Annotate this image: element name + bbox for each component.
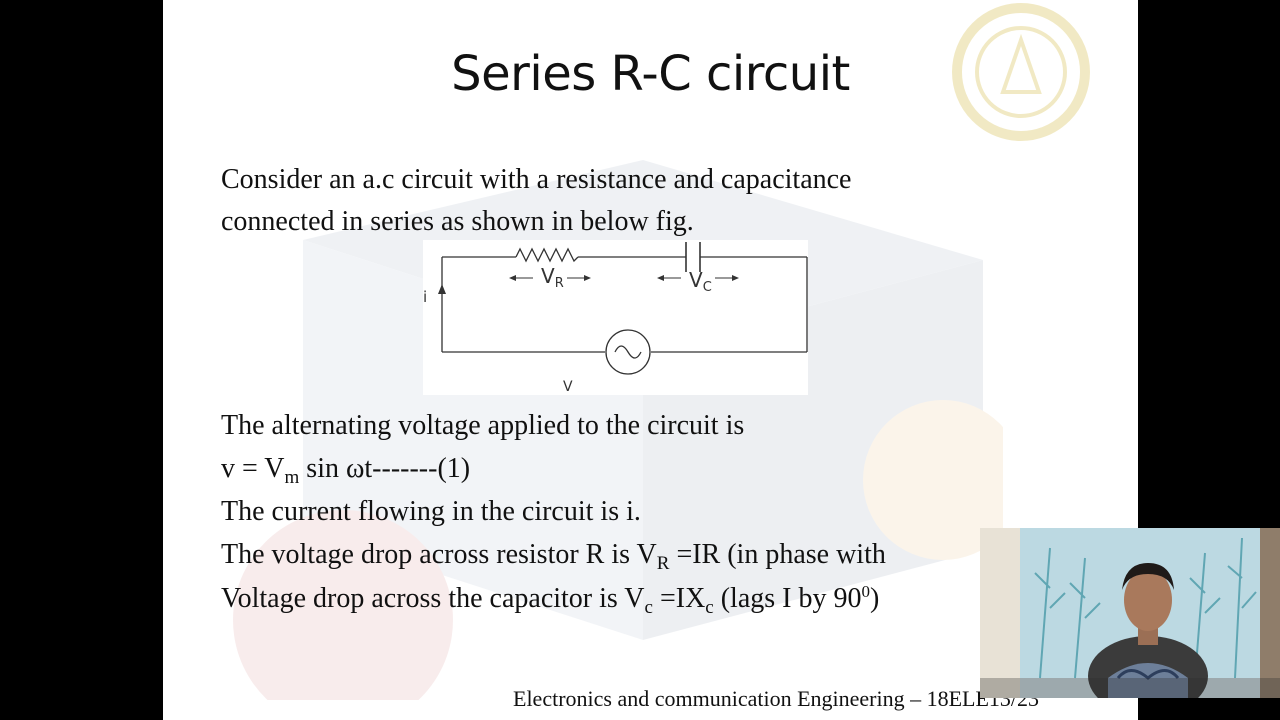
rc-circuit-diagram: VR VC i V [423,240,808,395]
label-i: i [423,288,427,306]
presentation-slide: Series R-C circuit Consider an a.c circu… [163,0,1138,720]
label-v: V [563,379,573,395]
current-arrow [438,284,446,294]
equation-line-3: The current flowing in the circuit is i. [221,496,641,527]
slide-footer: Electronics and communication Engineerin… [513,686,1040,711]
intro-line-1: Consider an a.c circuit with a resistanc… [221,164,852,195]
presenter-webcam [980,528,1280,698]
equation-line-1: The alternating voltage applied to the c… [221,410,745,441]
intro-line-2: connected in series as shown in below fi… [221,206,694,237]
label-vr: VR [541,264,564,291]
label-vc: VC [689,268,712,295]
resistor-symbol [515,247,579,263]
equation-line-4: The voltage drop across resistor R is VR… [221,539,886,574]
institution-logo [952,3,1090,141]
presenter-video [980,528,1280,698]
equation-line-2: v = Vm sin ωt-------(1) [221,453,471,488]
slide-title: Series R-C circuit [451,46,850,102]
equation-line-5: Voltage drop across the capacitor is Vc … [221,582,880,618]
